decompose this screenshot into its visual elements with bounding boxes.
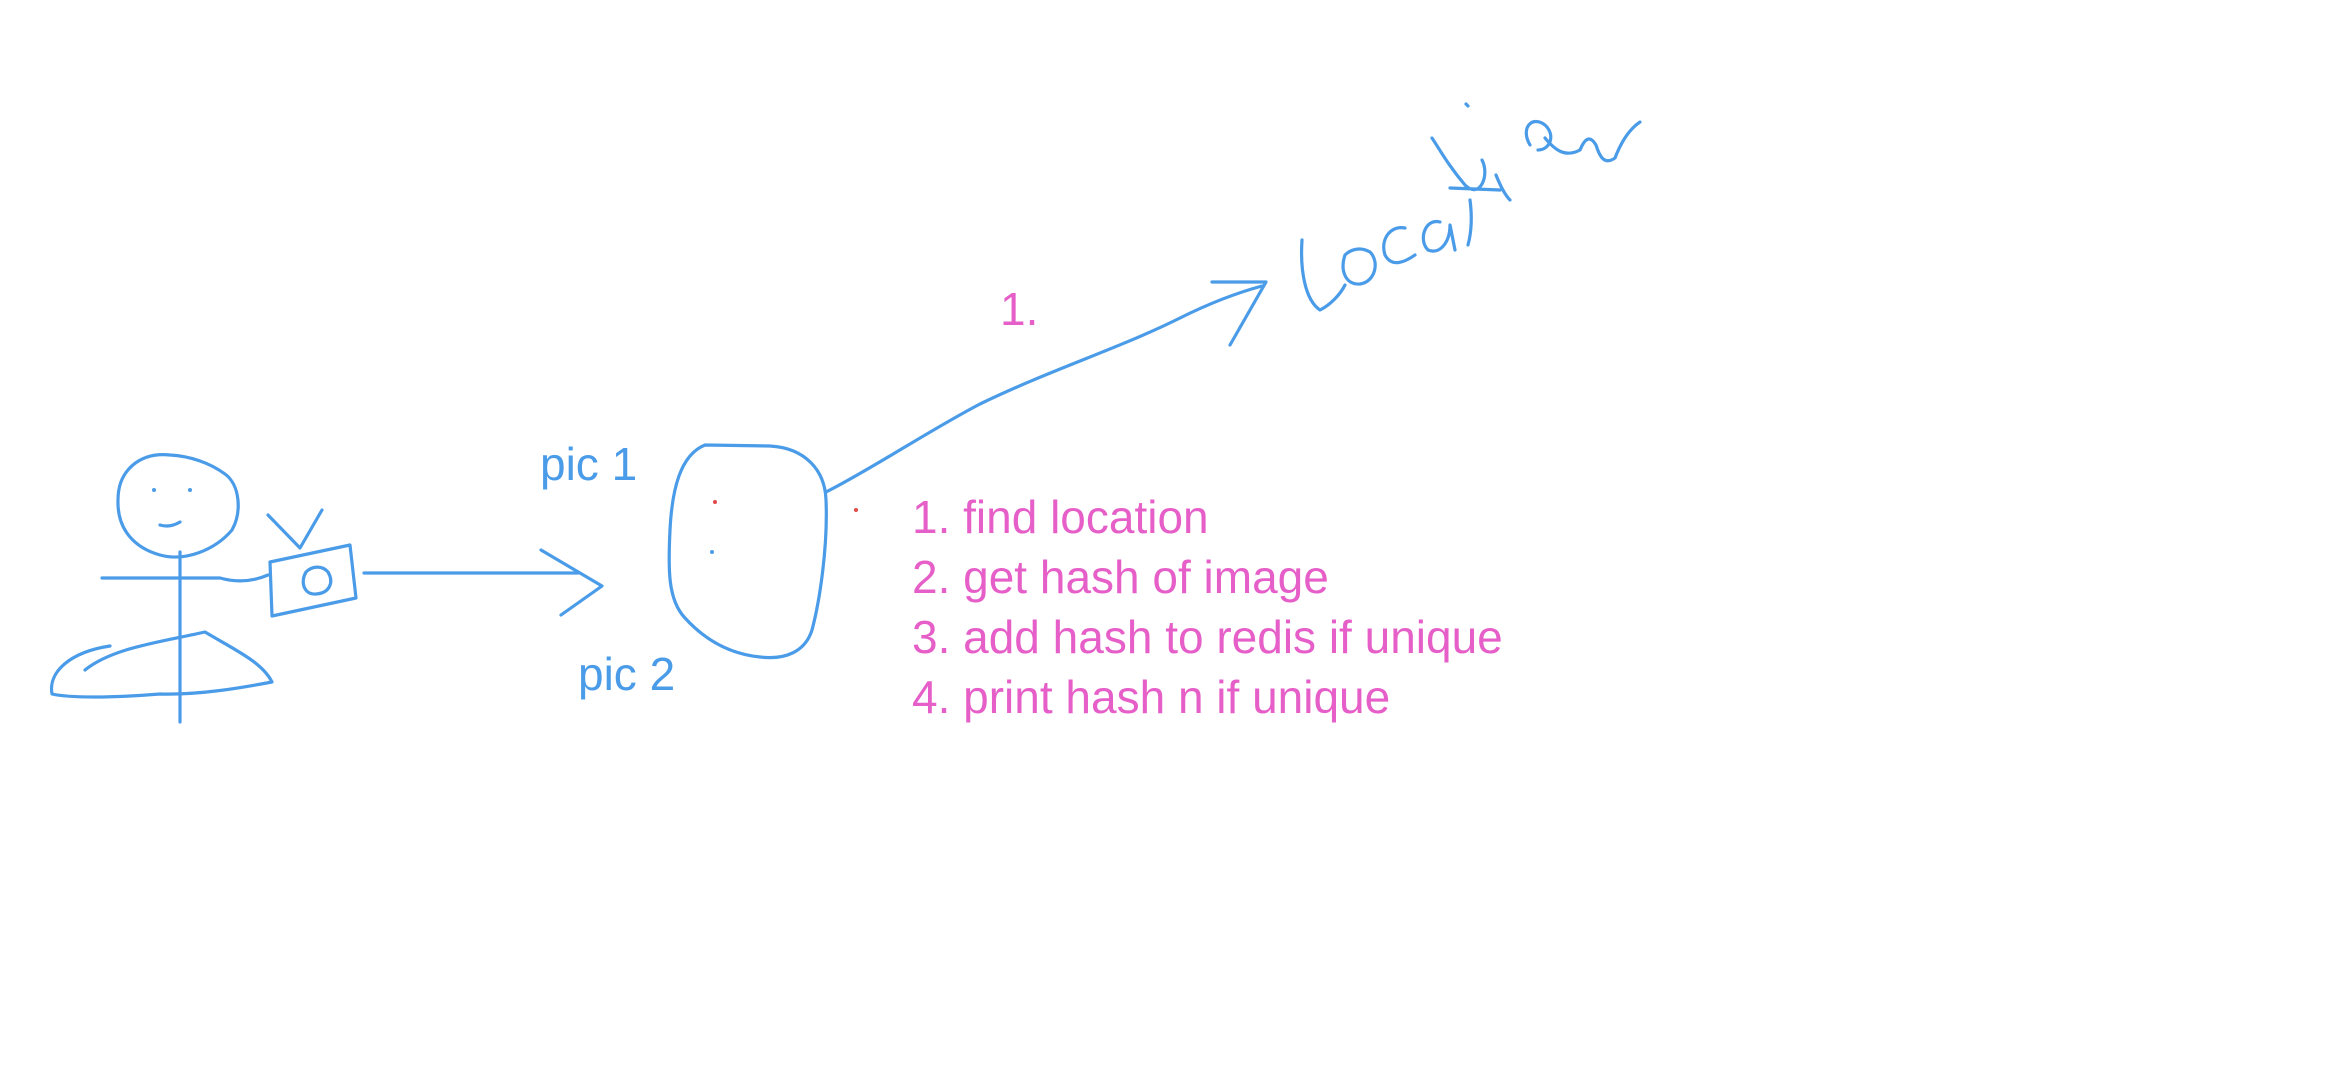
picture-blue-dot — [710, 550, 714, 554]
handwriting-n — [1543, 120, 1642, 163]
person-legs-scribble — [49, 630, 274, 699]
step-item: 1. find location — [912, 491, 1209, 543]
person-mouth — [158, 520, 182, 528]
person-head — [116, 453, 240, 559]
handwriting-i — [1464, 102, 1512, 202]
step-item: 2. get hash of image — [912, 551, 1329, 603]
arrow-step-label: 1. — [1000, 283, 1038, 335]
handwriting-o2 — [1524, 119, 1553, 152]
person-arms — [100, 573, 270, 583]
location-arrow — [824, 280, 1268, 494]
picture-blob — [667, 443, 858, 660]
handwriting-l — [1299, 238, 1347, 312]
person-with-camera — [49, 453, 358, 724]
location-arrow-shaft — [824, 284, 1264, 494]
camera-lens — [301, 565, 333, 596]
handwriting-o1 — [1341, 247, 1377, 286]
person-eye-left — [152, 488, 156, 492]
pic1-label: pic 1 — [540, 438, 637, 490]
pic2-label: pic 2 — [578, 648, 675, 700]
step-item: 4. print hash n if unique — [912, 671, 1390, 723]
handwriting-a — [1421, 220, 1457, 253]
picture-blob-outline — [667, 443, 828, 660]
step-item: 3. add hash to redis if unique — [912, 611, 1503, 663]
camera-body — [268, 543, 358, 618]
camera-flash-lines — [266, 508, 324, 550]
handwritten-location — [1299, 102, 1642, 312]
picture-red-dot — [713, 500, 717, 504]
steps-list: 1. find location 2. get hash of image 3.… — [912, 491, 1503, 723]
stray-red-dot — [854, 508, 858, 512]
handwriting-c — [1382, 226, 1417, 265]
capture-arrow — [362, 548, 604, 617]
handwriting-t — [1430, 136, 1502, 247]
capture-arrow-head — [539, 548, 604, 617]
location-arrow-head — [1210, 280, 1268, 347]
person-eye-right — [188, 488, 192, 492]
